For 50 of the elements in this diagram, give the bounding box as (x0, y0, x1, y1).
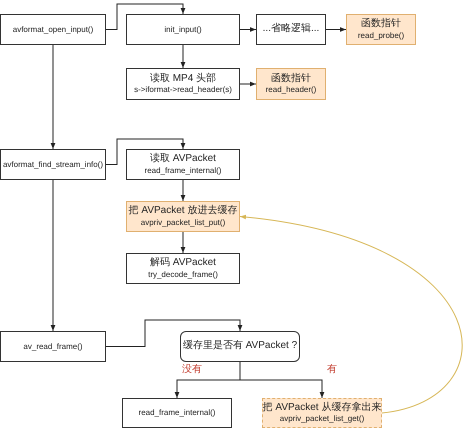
arrow (106, 320, 242, 347)
process-box (256, 68, 326, 100)
arrow (180, 180, 186, 202)
arrow (240, 214, 463, 414)
node-text: init_input() (164, 24, 202, 34)
arrow (50, 180, 56, 332)
node-text: 缓存里是否有 AVPacket ? (182, 340, 298, 353)
process-box (262, 398, 382, 428)
node-text: s->iformat->read_header(s) (134, 85, 232, 96)
node-text: 函数指针 (361, 18, 401, 31)
arrow (240, 82, 256, 86)
node-text: read_header() (266, 85, 316, 96)
arrow (240, 27, 256, 32)
node-text: 把 AVPacket 从缓存拿出来 (262, 402, 382, 414)
node-text: read_frame_internal() (138, 408, 216, 418)
decision-box (180, 331, 300, 362)
process-box (126, 201, 240, 232)
process-box (122, 398, 232, 428)
node-text: avformat_find_stream_info() (2, 160, 104, 170)
node-text: 把 AVPacket 放进去缓存 (128, 205, 238, 218)
node-text: 函数指针 (271, 72, 311, 86)
node-text: 读取 AVPacket (150, 153, 216, 166)
node-text: ...省略逻辑... (262, 23, 320, 36)
node-text: 解码 AVPacket (150, 257, 216, 270)
arrow (326, 27, 346, 32)
edge-label: 有 (326, 364, 338, 375)
process-box (0, 149, 106, 180)
edge-label: 没有 (181, 364, 203, 375)
process-box (126, 149, 240, 180)
node-text: read_frame_internal() (144, 166, 222, 176)
node-text: avpriv_packet_list_get() (280, 414, 364, 424)
arrow (106, 138, 186, 165)
arrow (180, 232, 186, 254)
node-text: read_probe() (358, 30, 404, 41)
node-text: avpriv_packet_list_put() (140, 218, 226, 228)
arrow (106, 4, 186, 30)
process-box (126, 14, 240, 45)
process-box (126, 253, 240, 284)
process-box (0, 14, 106, 45)
node-text: avformat_open_input() (12, 24, 94, 34)
arrow (180, 44, 186, 68)
arrow (50, 44, 56, 150)
node-text: try_decode_frame() (148, 270, 218, 280)
process-box (0, 331, 106, 362)
process-box (346, 14, 416, 45)
arrow (240, 362, 324, 398)
node-text: av_read_frame() (23, 342, 83, 352)
process-box (256, 14, 326, 45)
node-text: 读取 MP4 头部 (150, 72, 216, 86)
process-box (126, 68, 240, 100)
